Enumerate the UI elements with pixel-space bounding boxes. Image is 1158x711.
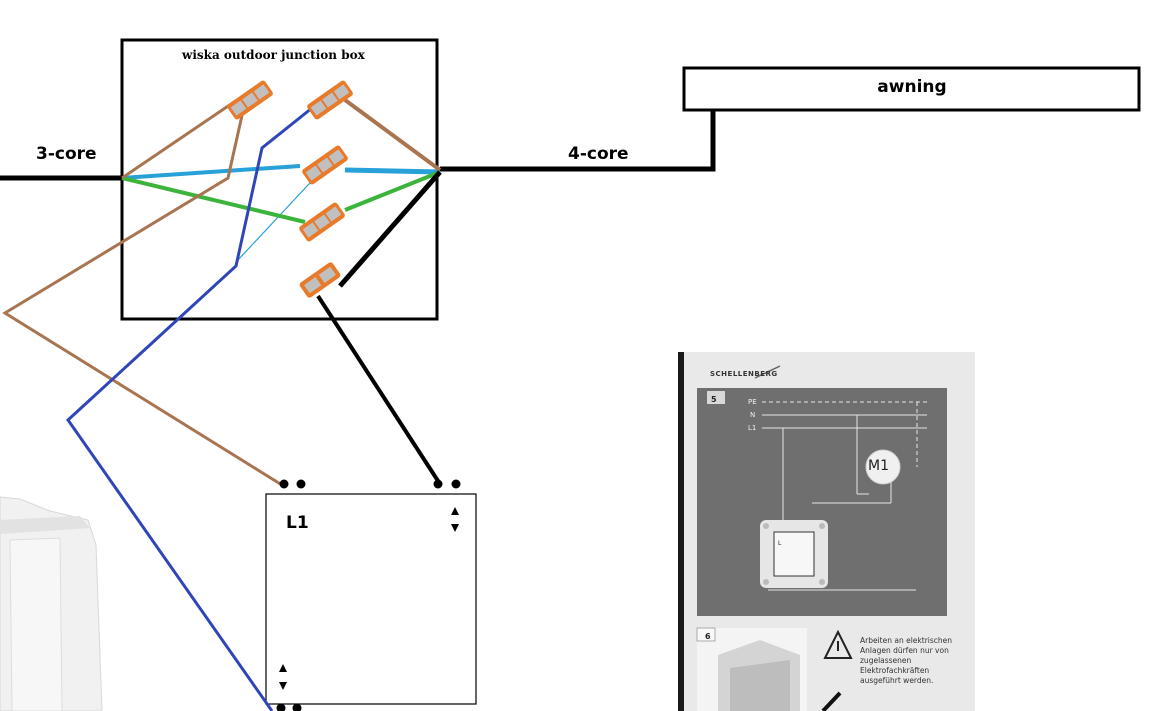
neutral-wire-left [121, 164, 301, 180]
four-core-label: 4-core [568, 144, 629, 164]
up-down-arrow-icon [279, 664, 287, 690]
terminal-dot [279, 479, 289, 489]
manual-pe-label: PE [748, 398, 757, 406]
manual-warning-text: Arbeiten an elektrischen Anlagen dürfen … [860, 636, 953, 685]
manual-photo [678, 352, 975, 711]
neutral-wire-right [344, 167, 441, 175]
connector-1 [227, 80, 273, 120]
up-down-arrow-icon [451, 507, 459, 532]
manual-motor-label: M1 [868, 458, 889, 474]
connector-2 [307, 80, 353, 120]
motor-wire-blue [66, 98, 323, 711]
motor-wire-black [338, 170, 442, 288]
earth-wire-left [121, 176, 306, 224]
connector-5 [299, 262, 341, 298]
terminal-dot [276, 703, 286, 711]
switch-photo [0, 496, 103, 711]
manual-switch-label: L [778, 540, 782, 547]
switch-label: L1 [286, 513, 309, 533]
terminal-dot [433, 479, 443, 489]
terminal-dot [296, 479, 306, 489]
manual-n-label: N [750, 411, 756, 419]
live-wire-supply [121, 98, 238, 180]
connector-4 [299, 202, 345, 242]
three-core-label: 3-core [36, 144, 97, 164]
manual-step-6: 6 [705, 632, 711, 641]
manual-step-5: 5 [711, 395, 717, 404]
earth-wire-right [344, 170, 441, 212]
terminal-dot [292, 703, 302, 711]
junction-box [120, 38, 439, 321]
awning-label: awning [877, 77, 947, 97]
live-wire-to-switch [2, 101, 283, 487]
warning-triangle-icon [823, 629, 853, 659]
terminal-dot [451, 479, 461, 489]
awning-box [682, 66, 1141, 112]
junction-box-title: wiska outdoor junction box [182, 48, 365, 62]
four-core-cable [440, 110, 716, 172]
manual-l1-label: L1 [748, 424, 757, 432]
connector-3 [302, 145, 348, 185]
manual-brand: SCHELLENBERG [710, 370, 778, 378]
switch-box [265, 493, 477, 705]
motor-wire-brown [343, 98, 442, 172]
switch-wire-black [316, 294, 442, 486]
